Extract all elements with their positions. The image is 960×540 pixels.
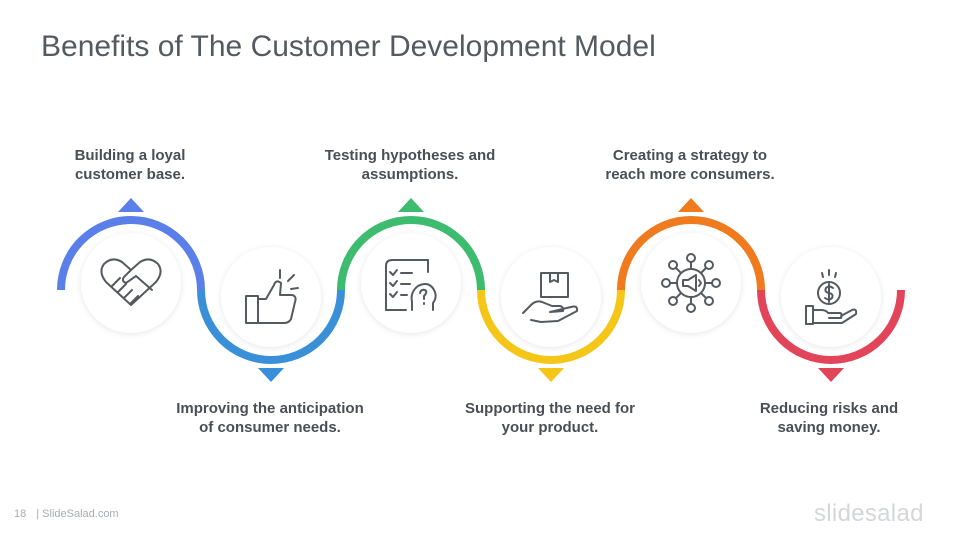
- page-number: 18: [14, 508, 27, 520]
- step-label-5: Creating a strategy to reach more consum…: [580, 146, 800, 184]
- step-label-1-line1: Building a loyal: [74, 147, 186, 164]
- brand-logo: slidesalad: [814, 500, 924, 527]
- arc-4: [477, 289, 625, 364]
- slide-footer: 18 | SlideSalad.com: [14, 508, 119, 520]
- step-label-6-line1: Reducing risks and: [759, 400, 899, 417]
- step-label-4-line1: Supporting the need for: [465, 400, 635, 417]
- step-label-4: Supporting the need for your product.: [440, 399, 660, 437]
- step-label-2-line2: of consumer needs.: [199, 419, 341, 436]
- step-label-5-line2: reach more consumers.: [605, 166, 775, 183]
- step-label-4-line2: your product.: [501, 419, 599, 436]
- checklist-thinking-icon: [385, 259, 437, 311]
- arc-3-pointer: [398, 198, 424, 212]
- arc-2: [197, 289, 345, 364]
- hand-box-icon: [522, 272, 579, 323]
- step-label-2-line1: Improving the anticipation: [176, 400, 364, 417]
- step-label-6-line2: saving money.: [777, 419, 881, 436]
- step-circle-2: [221, 247, 321, 347]
- slide-title: Benefits of The Customer Development Mod…: [41, 30, 656, 63]
- step-label-6: Reducing risks and saving money.: [719, 399, 939, 437]
- arc-3: [337, 216, 485, 291]
- step-circle-6: [781, 247, 881, 347]
- step-label-2: Improving the anticipation of consumer n…: [160, 399, 380, 437]
- step-label-5-line1: Creating a strategy to: [612, 147, 768, 164]
- step-circle-5: [641, 233, 741, 333]
- arc-1-pointer: [118, 198, 144, 212]
- arc-2-pointer: [258, 368, 284, 382]
- arc-5-pointer: [678, 198, 704, 212]
- footer-site: | SlideSalad.com: [36, 508, 119, 520]
- handshake-icon: [100, 258, 162, 306]
- arc-6: [757, 289, 905, 364]
- step-label-3: Testing hypotheses and assumptions.: [300, 146, 520, 184]
- arc-1: [57, 216, 205, 291]
- hand-coin-icon: [805, 269, 858, 325]
- arc-6-pointer: [818, 368, 844, 382]
- step-circle-1: [81, 233, 181, 333]
- arc-5: [617, 216, 765, 291]
- arc-4-pointer: [538, 368, 564, 382]
- step-label-1-line2: customer base.: [74, 166, 186, 183]
- step-label-3-line2: assumptions.: [361, 166, 459, 183]
- thumbs-up-icon: [245, 269, 299, 324]
- step-label-1: Building a loyal customer base.: [20, 146, 240, 184]
- step-label-3-line1: Testing hypotheses and: [324, 147, 496, 164]
- megaphone-network-icon: [661, 253, 721, 313]
- step-circle-3: [361, 233, 461, 333]
